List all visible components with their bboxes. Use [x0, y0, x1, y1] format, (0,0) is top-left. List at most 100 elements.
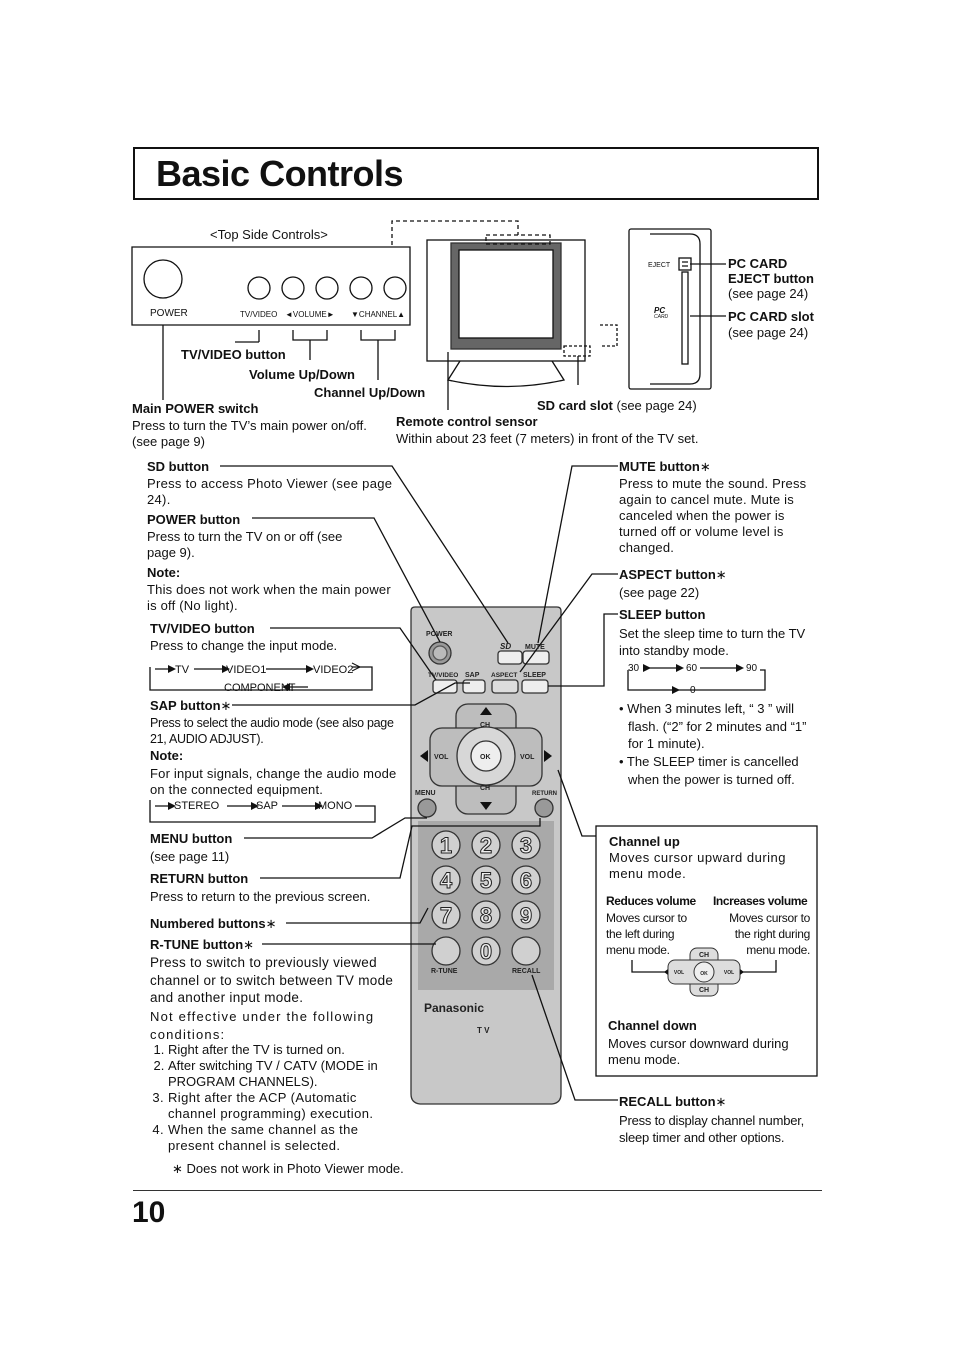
- tvvideo-desc: Press to change the input mode.: [150, 638, 338, 653]
- page-number: 10: [132, 1196, 166, 1229]
- panel-channel-label: ▼CHANNEL▲: [351, 310, 406, 319]
- page-title: Basic Controls: [156, 153, 404, 194]
- rtune-conditions: Right after the TV is turned on. After s…: [150, 1042, 406, 1154]
- note1-title: Note:: [147, 565, 181, 580]
- ch-down-desc: Moves cursor downward during menu mode.: [608, 1036, 789, 1067]
- mini-vol-left: VOL: [674, 970, 684, 976]
- ch-up-knob: [383, 276, 407, 300]
- remote-tv-label: T V: [477, 1026, 490, 1035]
- digit-5: 5: [480, 868, 492, 893]
- tvvideo-title: TV/VIDEO button: [150, 621, 255, 636]
- vol-down-desc: Moves cursor to the left during menu mod…: [606, 911, 687, 957]
- main-power-desc: Press to turn the TV’s main power on/off…: [132, 418, 367, 449]
- menu-desc: (see page 11): [150, 849, 230, 864]
- remote-power-label: POWER: [426, 631, 452, 638]
- sap-desc: Press to select the audio mode (see also…: [150, 716, 394, 746]
- eject-label: EJECT: [648, 262, 671, 269]
- input-component: COMPONENT: [224, 682, 296, 694]
- remote-tvvideo-label: TV/VIDEO: [428, 672, 458, 679]
- input-video1: VIDEO1: [226, 664, 267, 676]
- remote-vol-left-label: VOL: [434, 754, 449, 761]
- mini-ok: OK: [700, 971, 708, 977]
- volume-caption: Volume Up/Down: [249, 367, 355, 382]
- top-side-panel: [131, 246, 411, 326]
- main-power-title: Main POWER switch: [132, 401, 259, 416]
- condition-3: Right after the ACP (Automatic channel p…: [168, 1090, 406, 1122]
- aspect-desc: (see page 22): [619, 585, 700, 600]
- digit-7: 7: [440, 903, 452, 928]
- channel-caption: Channel Up/Down: [314, 385, 426, 400]
- remote-labels: POWER MUTE SD TV/VIDEO SAP ASPECT SLEEP …: [415, 631, 557, 1035]
- ch-down-knob: [349, 276, 373, 300]
- pc-card-eject-title-1: PC CARD: [728, 256, 788, 271]
- tv-stand: [446, 360, 566, 388]
- sleep-0: 0: [690, 685, 696, 696]
- sd-slot-title: SD card slot: [537, 398, 613, 413]
- digit-8: 8: [480, 903, 492, 928]
- sleep-desc: Set the sleep time to turn the TV into s…: [619, 626, 806, 658]
- digit-2: 2: [480, 833, 492, 858]
- remote-sensor-title: Remote control sensor: [396, 414, 538, 429]
- remote-menu-label: MENU: [415, 790, 436, 797]
- rtune-title: R-TUNE button∗: [150, 937, 254, 953]
- digit-6: 6: [520, 868, 532, 893]
- recall-asterisk: ∗: [715, 1094, 727, 1109]
- digit-0: 0: [480, 939, 492, 964]
- side-panel: [628, 228, 712, 390]
- pc-card-eject-title-2: EJECT button: [728, 271, 814, 286]
- sleep-90: 90: [746, 663, 758, 674]
- tvvideo-knob: [247, 276, 271, 300]
- sleep-bullet-2: • The SLEEP timer is cancelled when the …: [619, 754, 799, 787]
- tvvideo-button-caption: TV/VIDEO button: [181, 347, 286, 362]
- input-tv: TV: [175, 664, 190, 676]
- vol-up-desc: Moves cursor to the right during menu mo…: [729, 911, 810, 957]
- menu-title: MENU button: [150, 831, 233, 846]
- condition-1: Right after the TV is turned on.: [168, 1042, 406, 1058]
- note1-desc: This does not work when the main power i…: [147, 582, 391, 613]
- digit-4: 4: [440, 868, 453, 893]
- rtune-asterisk: ∗: [243, 937, 255, 952]
- mute-asterisk: ∗: [699, 459, 711, 474]
- sd-button-title: SD button: [147, 459, 210, 474]
- audio-stereo: STEREO: [174, 800, 220, 812]
- recall-desc: Press to display channel number, sleep t…: [619, 1113, 805, 1145]
- aspect-title: ASPECT button∗: [619, 567, 727, 583]
- mini-ch-down: CH: [699, 987, 709, 994]
- vol-down-knob: [281, 276, 305, 300]
- tv-screen: [458, 249, 554, 339]
- recall-title: RECALL button∗: [619, 1094, 726, 1110]
- audio-mono: MONO: [318, 800, 353, 812]
- rtune-cond: Not effective under the following condit…: [150, 1009, 375, 1042]
- title-box: Basic Controls: [133, 147, 819, 200]
- remote-mute-label: MUTE: [525, 644, 545, 651]
- sap-title: SAP button∗: [150, 698, 231, 714]
- cursor-info-box: [595, 825, 818, 1077]
- sap-asterisk: ∗: [220, 698, 232, 713]
- sleep-bullet-1: • When 3 minutes left, “ 3 ” will flash.…: [619, 701, 807, 751]
- mute-title-text: MUTE button: [619, 459, 700, 474]
- mini-vol-right: VOL: [724, 970, 734, 976]
- rtune-title-text: R-TUNE button: [150, 937, 244, 952]
- sleep-30: 30: [628, 663, 640, 674]
- sap-title-text: SAP button: [150, 698, 221, 713]
- pc-card-logo-top: PC: [654, 306, 666, 315]
- input-video2: VIDEO2: [313, 664, 354, 676]
- aspect-asterisk: ∗: [715, 567, 727, 582]
- panel-power-label: POWER: [150, 308, 188, 319]
- sd-slot-caption: SD card slot (see page 24): [537, 398, 697, 414]
- remote-brand: Panasonic: [424, 1001, 484, 1015]
- power-button-desc: Press to turn the TV on or off (see page…: [147, 529, 343, 560]
- numbered-asterisk: ∗: [265, 916, 277, 931]
- top-side-heading: <Top Side Controls>: [210, 227, 328, 242]
- audio-sap: SAP: [256, 800, 279, 812]
- pc-card-slot-ref: (see page 24): [728, 325, 809, 340]
- panel-tvvideo-label: TV/VIDEO: [240, 310, 278, 319]
- condition-2: After switching TV / CATV (MODE in PROGR…: [168, 1058, 406, 1090]
- main-power-knob: [143, 259, 183, 299]
- condition-4: When the same channel as the present cha…: [168, 1122, 406, 1154]
- bottom-rule: [133, 1190, 822, 1191]
- pc-card-slot-title: PC CARD slot: [728, 309, 814, 324]
- ch-up-desc: Moves cursor upward during menu mode.: [609, 850, 787, 881]
- sleep-60: 60: [686, 663, 698, 674]
